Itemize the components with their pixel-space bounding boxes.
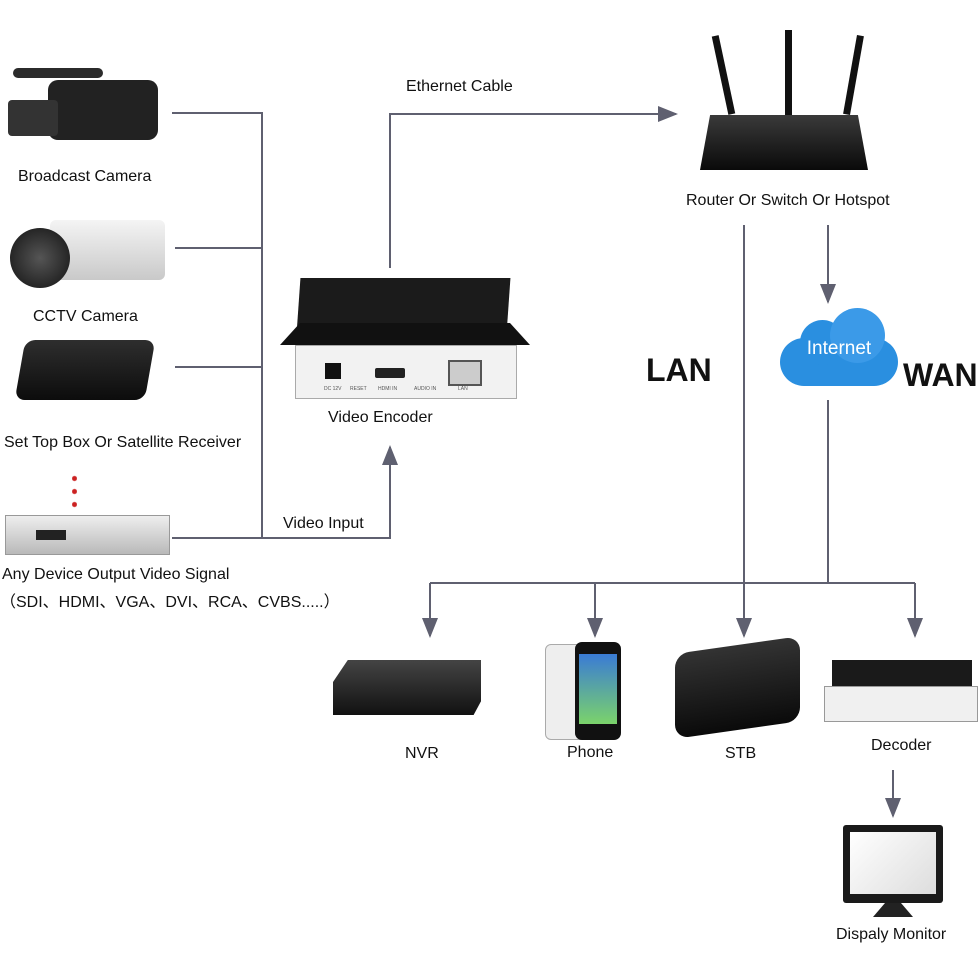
ethernet-cable-label: Ethernet Cable	[406, 78, 513, 95]
port-label: AUDIO IN	[414, 386, 437, 392]
lan-label: LAN	[646, 352, 712, 388]
display-monitor-label: Dispaly Monitor	[836, 926, 947, 943]
video-encoder-image: DC 12V RESET HDMI IN AUDIO IN LAN	[280, 278, 530, 399]
port-label: RESET	[350, 386, 367, 392]
port-label: DC 12V	[324, 386, 342, 392]
internet-cloud-icon: Internet	[780, 308, 898, 386]
cctv-camera-label: CCTV Camera	[33, 308, 138, 325]
cctv-camera-image	[10, 218, 165, 288]
router-label: Router Or Switch Or Hotspot	[686, 192, 890, 209]
video-device-image	[5, 515, 170, 555]
video-encoder-label: Video Encoder	[328, 409, 433, 426]
phone-label: Phone	[567, 744, 614, 761]
phone-image	[545, 642, 623, 740]
set-top-box-label: Set Top Box Or Satellite Receiver	[4, 434, 242, 451]
video-input-line	[172, 445, 398, 539]
decoder-label: Decoder	[871, 737, 932, 754]
stb-label: STB	[725, 745, 757, 762]
nvr-image	[333, 660, 481, 715]
video-input-label: Video Input	[283, 515, 364, 532]
stb-output-image	[675, 636, 800, 739]
port-label: LAN	[458, 386, 468, 392]
port-label: HDMI IN	[378, 386, 398, 392]
internet-label: Internet	[806, 338, 872, 359]
source-bus-line	[172, 112, 263, 538]
broadcast-camera-image	[8, 60, 158, 160]
video-device-label: Any Device Output Video Signal	[2, 566, 230, 583]
video-device-sublabel: （SDI、HDMI、VGA、DVI、RCA、CVBS.....）	[0, 594, 340, 611]
wan-label: WAN	[903, 357, 978, 393]
more-devices-dots	[72, 472, 77, 512]
nvr-label: NVR	[405, 745, 439, 762]
broadcast-camera-label: Broadcast Camera	[18, 168, 152, 185]
router-image	[700, 30, 880, 180]
ethernet-line	[389, 106, 678, 268]
decoder-image	[824, 660, 978, 722]
set-top-box-image	[14, 340, 156, 400]
display-monitor-image	[843, 825, 945, 920]
